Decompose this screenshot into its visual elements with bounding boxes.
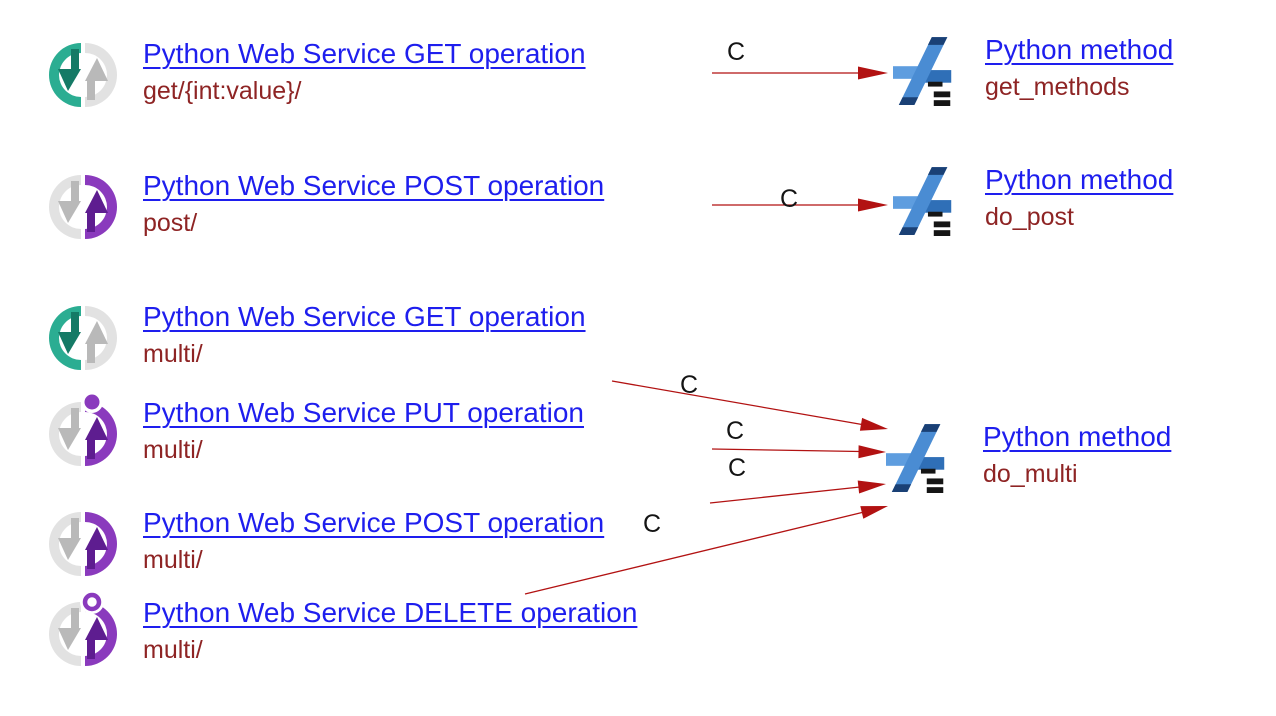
entity-link[interactable]: Python method xyxy=(985,34,1174,65)
entity-link[interactable]: Python Web Service DELETE operation xyxy=(143,597,638,628)
entity-name: multi/ xyxy=(143,436,203,464)
call-edge-label[interactable]: C xyxy=(780,185,799,213)
entity-name: multi/ xyxy=(143,546,203,574)
entity-link[interactable]: Python method xyxy=(985,164,1174,195)
entity-name: do_post xyxy=(985,203,1074,231)
entity-name: get/{int:value}/ xyxy=(143,77,302,105)
entity-name: post/ xyxy=(143,209,198,237)
entity-link[interactable]: Python Web Service POST operation xyxy=(143,507,605,538)
entity-link[interactable]: Python Web Service GET operation xyxy=(143,301,586,332)
call-arrow xyxy=(712,198,888,212)
web-service-get-operation-icon[interactable] xyxy=(49,304,117,372)
call-arrow xyxy=(712,66,888,80)
entity-name: do_multi xyxy=(983,460,1078,488)
entity-name: get_methods xyxy=(985,73,1130,101)
web-service-post-operation-icon[interactable] xyxy=(49,173,117,241)
call-arrow xyxy=(611,380,888,431)
entity-name: multi/ xyxy=(143,340,203,368)
call-edge-label[interactable]: C xyxy=(643,510,662,538)
call-edge-label[interactable]: C xyxy=(680,371,699,399)
call-edge-label[interactable]: C xyxy=(728,454,747,482)
python-method-icon[interactable] xyxy=(886,424,952,496)
call-arrow xyxy=(709,480,886,504)
python-method-icon[interactable] xyxy=(893,37,959,109)
python-method-icon[interactable] xyxy=(893,167,959,239)
web-service-post-operation-icon[interactable] xyxy=(49,510,117,578)
entity-link[interactable]: Python method xyxy=(983,421,1172,452)
entity-link[interactable]: Python Web Service GET operation xyxy=(143,38,586,69)
call-edge-label[interactable]: C xyxy=(727,38,746,66)
web-service-delete-operation-icon[interactable] xyxy=(49,590,117,668)
call-edge-label[interactable]: C xyxy=(726,417,745,445)
web-service-put-operation-icon[interactable] xyxy=(49,391,117,468)
entity-link[interactable]: Python Web Service PUT operation xyxy=(143,397,584,428)
entity-link[interactable]: Python Web Service POST operation xyxy=(143,170,605,201)
web-service-get-operation-icon[interactable] xyxy=(49,41,117,109)
entity-name: multi/ xyxy=(143,636,203,664)
